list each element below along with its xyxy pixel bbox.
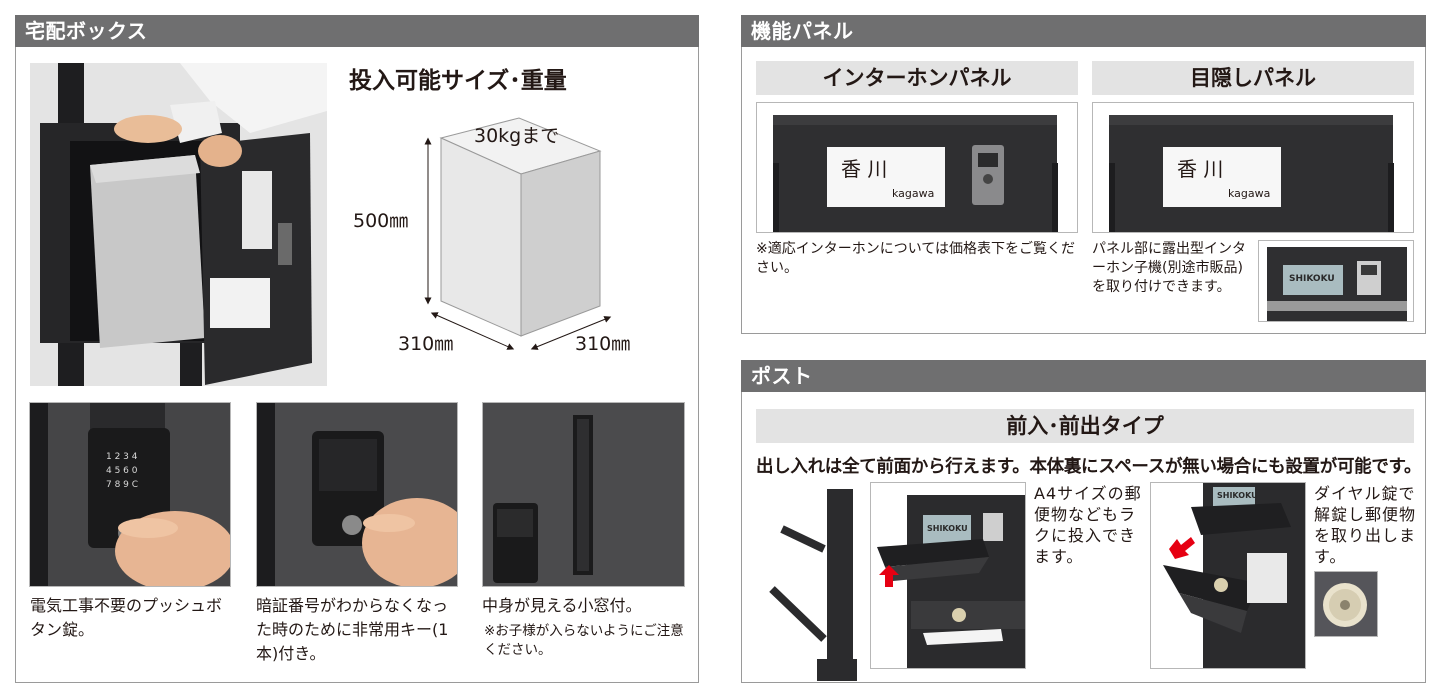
dial-photo-brand: SHIKOKU	[1217, 491, 1258, 500]
dial-lock-text: ダイヤル錠で解錠し郵便物を取り出します。	[1314, 484, 1417, 566]
intercom-panel-note: ※適応インターホンについては価格表下をご覧ください。	[756, 241, 1076, 276]
width-label: 310㎜	[398, 333, 454, 355]
depth-label: 310㎜	[575, 333, 631, 355]
function-panel: 機能パネル インターホンパネル 目隠しパネル 香 川 kagawa ※適応インタ…	[741, 15, 1426, 334]
tab-front-in-front-out: 前入･前出タイプ	[756, 409, 1414, 443]
height-label: 500㎜	[353, 210, 409, 232]
blind-intercom-brand: SHIKOKU	[1289, 274, 1335, 284]
caption-peek-window: 中身が見える小窓付。	[482, 596, 642, 615]
push-button-lock-photo: 1 2 3 4 4 5 6 0 7 8 9 C	[29, 402, 231, 587]
function-panel-header: 機能パネル	[741, 15, 1426, 47]
caption-emergency-key: 暗証番号がわからなくなった時のために非常用キー(1本)付き。	[256, 596, 449, 663]
a4-mail-photo: SHIKOKU	[870, 482, 1026, 669]
intercom-nameplate-kanji: 香 川	[841, 157, 888, 181]
emergency-key-photo	[256, 402, 458, 587]
svg-text:1 2 3 4: 1 2 3 4	[106, 452, 138, 462]
weight-label: 30kgまで	[474, 125, 560, 147]
svg-text:4 5 6 0: 4 5 6 0	[106, 466, 138, 476]
delivery-box-panel: 宅配ボックス 投入可能サイズ･重量	[15, 15, 699, 683]
blind-nameplate-roman: kagawa	[1228, 187, 1271, 200]
post-panel-header: ポスト	[741, 360, 1426, 392]
blind-nameplate-kanji: 香 川	[1177, 157, 1224, 181]
blind-panel-note: パネル部に露出型インターホン子機(別途市販品)を取り付けできます。	[1092, 241, 1246, 295]
caption-push-button: 電気工事不要のプッシュボタン錠。	[30, 596, 223, 639]
caption-peek-window-note: ※お子様が入らないようにご注意ください。	[484, 623, 684, 658]
peek-window-photo	[482, 402, 685, 587]
delivery-box-header: 宅配ボックス	[15, 15, 699, 47]
size-cube-diagram	[424, 117, 612, 350]
post-panel: ポスト 前入･前出タイプ 出し入れは全て前面から行えます。本体裏にスペースが無い…	[741, 360, 1426, 683]
blind-panel-photo: 香 川 kagawa	[1092, 102, 1414, 233]
a4-photo-brand: SHIKOKU	[927, 524, 968, 533]
post-lead-text: 出し入れは全て前面から行えます。本体裏にスペースが無い場合にも設置が可能です。	[756, 457, 1422, 477]
size-title: 投入可能サイズ･重量	[349, 68, 567, 94]
intercom-nameplate-roman: kagawa	[892, 187, 935, 200]
dial-lock-mail-photo: SHIKOKU	[1150, 482, 1306, 669]
tab-intercom-panel: インターホンパネル	[756, 61, 1078, 95]
blind-intercom-photo: SHIKOKU	[1258, 240, 1414, 322]
post-side-view	[752, 489, 864, 681]
dial-lock-closeup-photo	[1314, 571, 1378, 637]
tab-blind-panel: 目隠しパネル	[1092, 61, 1414, 95]
intercom-panel-photo: 香 川 kagawa	[756, 102, 1078, 233]
delivery-box-main-photo	[30, 63, 327, 386]
delivery-box-illustration	[30, 63, 327, 386]
a4-mail-text: A4サイズの郵便物などもラクに投入できます。	[1034, 484, 1142, 566]
svg-text:7 8 9 C: 7 8 9 C	[106, 480, 138, 490]
